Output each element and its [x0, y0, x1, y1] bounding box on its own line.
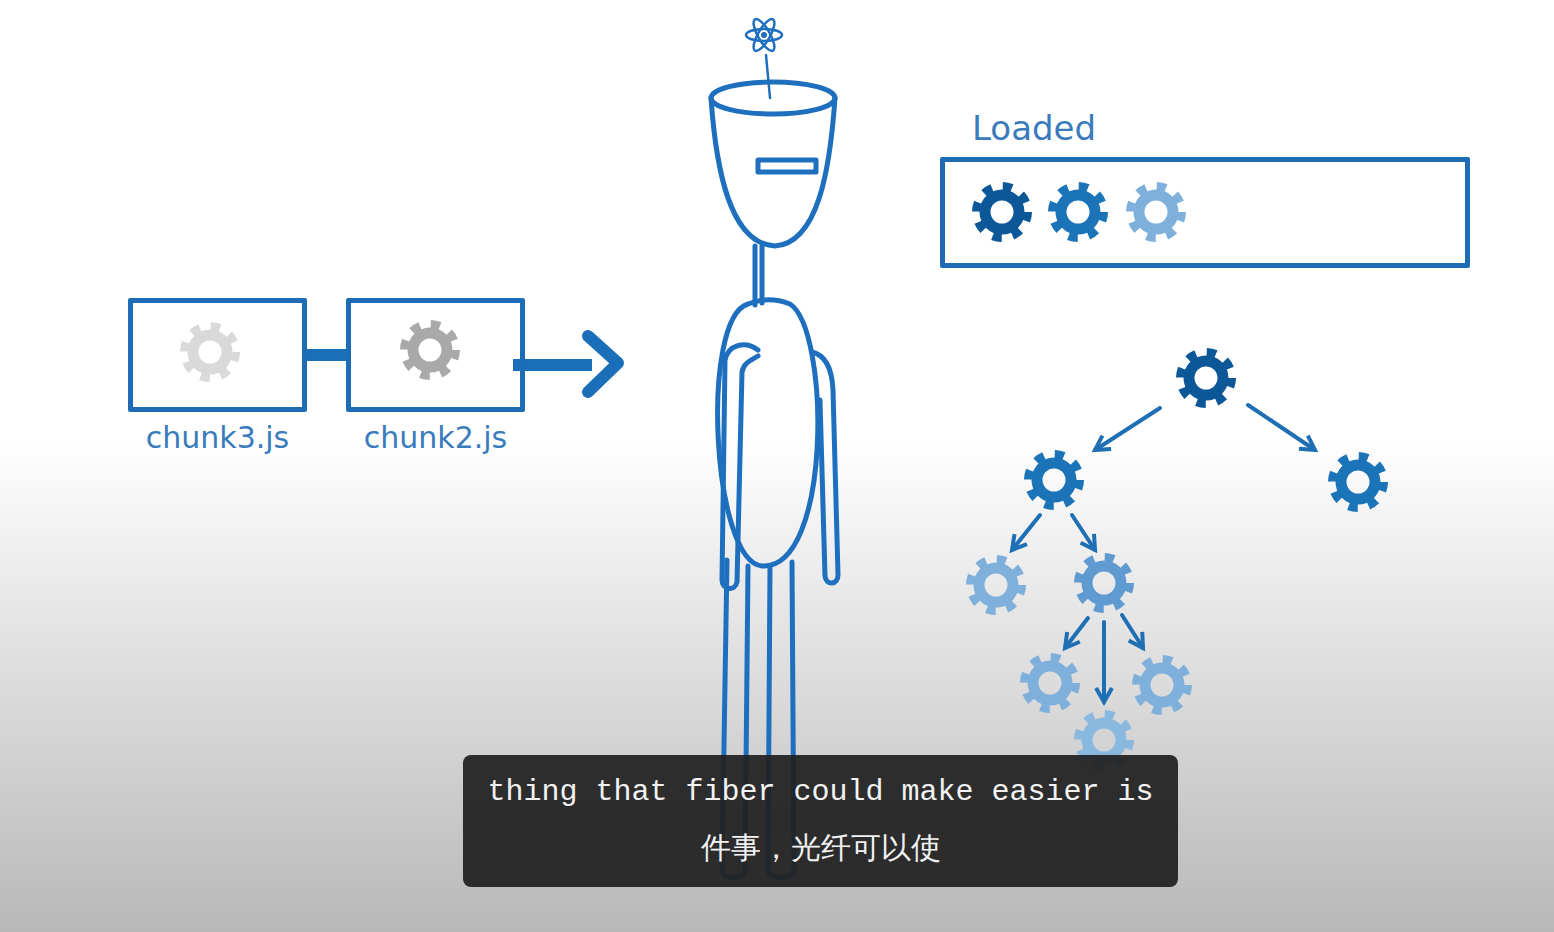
gear-icon [405, 325, 455, 375]
gear-icon [1079, 558, 1129, 608]
figure-head [711, 98, 835, 246]
subtitle-box: thing that fiber could make easier is件事，… [463, 755, 1178, 887]
gear-icon [1181, 353, 1231, 403]
loaded-box: Loaded [940, 108, 1470, 268]
gear-icon [1025, 658, 1075, 708]
box-outline [346, 298, 525, 412]
tree-arrow [1095, 408, 1160, 450]
tree-arrow [1012, 515, 1040, 550]
gear-icon [185, 327, 235, 377]
figure-neck [753, 246, 758, 305]
gear-icon [971, 560, 1021, 610]
box-label: chunk2.js [346, 420, 525, 456]
gear-icon [1333, 457, 1383, 507]
chunk-box: chunk3.js [128, 298, 307, 456]
subtitle-text: thing that fiber could make easier is [487, 763, 1153, 821]
subtitle-text: 件事，光纤可以使 [701, 821, 941, 879]
atom-stem [766, 55, 770, 98]
box-label: chunk3.js [128, 420, 307, 456]
figure-arm [722, 345, 758, 589]
gear-icon [1029, 455, 1079, 505]
figure-arm [812, 352, 838, 583]
gear-icon [1137, 660, 1187, 710]
figure-head [711, 82, 835, 114]
gear-icon [1131, 187, 1181, 237]
figure-neck [760, 246, 765, 303]
figure-mouth [758, 160, 816, 172]
gear-icon [1053, 187, 1103, 237]
arrow-head [588, 336, 618, 392]
atom-logo [750, 16, 778, 53]
gear-icon [977, 187, 1027, 237]
atom-logo [746, 29, 782, 41]
box-label: Loaded [940, 108, 1470, 149]
tree-arrow [1065, 618, 1088, 648]
figure-body [718, 300, 818, 566]
box-outline [128, 298, 307, 412]
atom-logo [750, 16, 778, 53]
tree-arrow [1248, 405, 1315, 450]
box-outline [940, 157, 1470, 268]
chunk-box: chunk2.js [346, 298, 525, 456]
tree-arrow [1072, 515, 1095, 550]
tree-arrow [1102, 622, 1106, 702]
atom-logo [761, 32, 767, 38]
tree-arrow [1122, 615, 1143, 648]
connector-bar [307, 349, 346, 361]
